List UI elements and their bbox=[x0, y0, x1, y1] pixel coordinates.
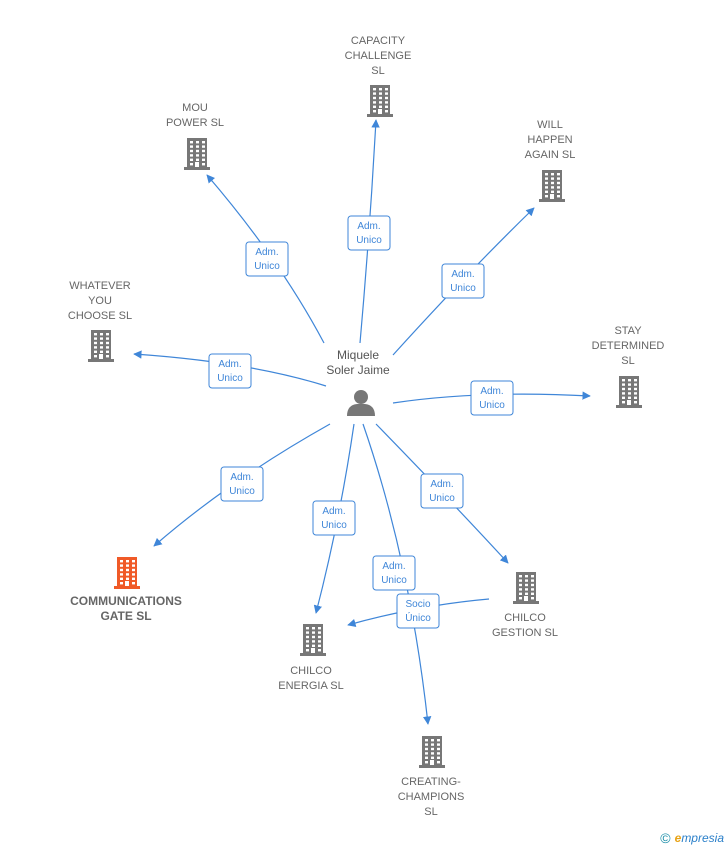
edge-label-text: Unico bbox=[229, 486, 255, 497]
edge-label-text: Unico bbox=[321, 520, 347, 531]
person-icon bbox=[347, 390, 375, 416]
edge-label-box bbox=[396, 593, 440, 629]
edge-label-text: Adm. bbox=[430, 479, 453, 490]
edge-label-text: Adm. bbox=[255, 247, 278, 258]
company-name: DETERMINED bbox=[592, 340, 665, 352]
company-name: CHILCO bbox=[504, 612, 546, 624]
building-icon bbox=[539, 170, 565, 202]
edge-label-text: Adm. bbox=[382, 561, 405, 572]
edge-label-text: Adm. bbox=[218, 359, 241, 370]
footer-brand: © empresia bbox=[660, 830, 724, 846]
edge-role-label[interactable]: Adm. Unico bbox=[347, 215, 391, 251]
company-name: YOU bbox=[88, 295, 112, 307]
building-icon bbox=[367, 85, 393, 117]
company-name: MOU bbox=[182, 102, 208, 114]
company-name: HAPPEN bbox=[527, 134, 572, 146]
edge-label-text: Adm. bbox=[357, 221, 380, 232]
building-icon bbox=[184, 138, 210, 170]
edge-role-label[interactable]: Adm. Unico bbox=[441, 263, 485, 299]
edge-role-label[interactable]: Adm. Unico bbox=[372, 555, 416, 591]
company-name: COMMUNICATIONS bbox=[70, 594, 182, 608]
edge-label-text: Unico bbox=[450, 283, 476, 294]
building-icon bbox=[88, 330, 114, 362]
edge-label-box bbox=[220, 466, 264, 502]
building-icon bbox=[114, 557, 140, 589]
edge-label-box bbox=[441, 263, 485, 299]
company-name: CHILCO bbox=[290, 665, 332, 677]
copyright-icon: © bbox=[660, 830, 671, 846]
company-name: SL bbox=[371, 65, 384, 77]
edge-label-text: Adm. bbox=[322, 506, 345, 517]
edge-label-text: Unico bbox=[479, 400, 505, 411]
company-node-will[interactable]: WILL HAPPEN AGAIN SL bbox=[525, 119, 576, 202]
company-name: WILL bbox=[537, 119, 563, 131]
edge-label-box bbox=[312, 500, 356, 536]
company-name: SL bbox=[424, 806, 437, 818]
edge-label-text: Unico bbox=[254, 261, 280, 272]
company-name: CAPACITY bbox=[351, 35, 406, 47]
company-node-whatever[interactable]: WHATEVER YOU CHOOSE SL bbox=[68, 280, 132, 362]
building-icon bbox=[616, 376, 642, 408]
building-icon bbox=[513, 572, 539, 604]
company-name: AGAIN SL bbox=[525, 149, 576, 161]
brand-logo: empresia bbox=[674, 831, 724, 845]
company-name: ENERGIA SL bbox=[278, 680, 343, 692]
edge-label-text: Adm. bbox=[480, 386, 503, 397]
company-node-creating[interactable]: CREATING- CHAMPIONS SL bbox=[398, 736, 465, 818]
company-name: GESTION SL bbox=[492, 627, 558, 639]
company-name: CREATING- bbox=[401, 776, 461, 788]
edge-label-text: Único bbox=[405, 611, 431, 624]
edge-label-text: Adm. bbox=[451, 269, 474, 280]
edge-label-text: Unico bbox=[381, 575, 407, 586]
company-name: POWER SL bbox=[166, 117, 224, 129]
company-node-stay[interactable]: STAY DETERMINED SL bbox=[592, 325, 665, 408]
company-name: GATE SL bbox=[100, 609, 151, 623]
edge-role-label[interactable]: Adm. Unico bbox=[208, 353, 252, 389]
edge-label-text: Adm. bbox=[230, 472, 253, 483]
edge-label-box bbox=[470, 380, 514, 416]
edge-role-label[interactable]: Adm. Unico bbox=[420, 473, 464, 509]
company-node-gestion[interactable]: CHILCO GESTION SL bbox=[492, 572, 558, 639]
edge-label-text: Unico bbox=[217, 373, 243, 384]
edge-label-box bbox=[420, 473, 464, 509]
edge-role-label[interactable]: Adm. Unico bbox=[245, 241, 289, 277]
company-name: CHAMPIONS bbox=[398, 791, 465, 803]
company-name: SL bbox=[621, 355, 634, 367]
edge-label-box bbox=[347, 215, 391, 251]
person-name-line2: Soler Jaime bbox=[326, 363, 390, 377]
company-node-energia[interactable]: CHILCO ENERGIA SL bbox=[278, 624, 344, 692]
edge-label-box bbox=[245, 241, 289, 277]
company-node-mou[interactable]: MOU POWER SL bbox=[166, 102, 224, 170]
company-name: CHALLENGE bbox=[345, 50, 412, 62]
edge-label-text: Socio bbox=[405, 599, 430, 610]
company-name: WHATEVER bbox=[69, 280, 131, 292]
edge-label-text: Unico bbox=[429, 493, 455, 504]
building-icon bbox=[419, 736, 445, 768]
edge-role-label[interactable]: Adm. Unico bbox=[470, 380, 514, 416]
person-name-line1: Miquele bbox=[337, 348, 379, 362]
edge-label-text: Unico bbox=[356, 235, 382, 246]
company-node-capacity[interactable]: CAPACITY CHALLENGE SL bbox=[345, 35, 412, 117]
edge-label-box bbox=[372, 555, 416, 591]
company-name: STAY bbox=[614, 325, 642, 337]
edge-label-box bbox=[208, 353, 252, 389]
edge-role-label[interactable]: Adm. Unico bbox=[312, 500, 356, 536]
edge-role-label[interactable]: Adm. Unico bbox=[220, 466, 264, 502]
building-icon bbox=[300, 624, 326, 656]
company-name: CHOOSE SL bbox=[68, 310, 132, 322]
